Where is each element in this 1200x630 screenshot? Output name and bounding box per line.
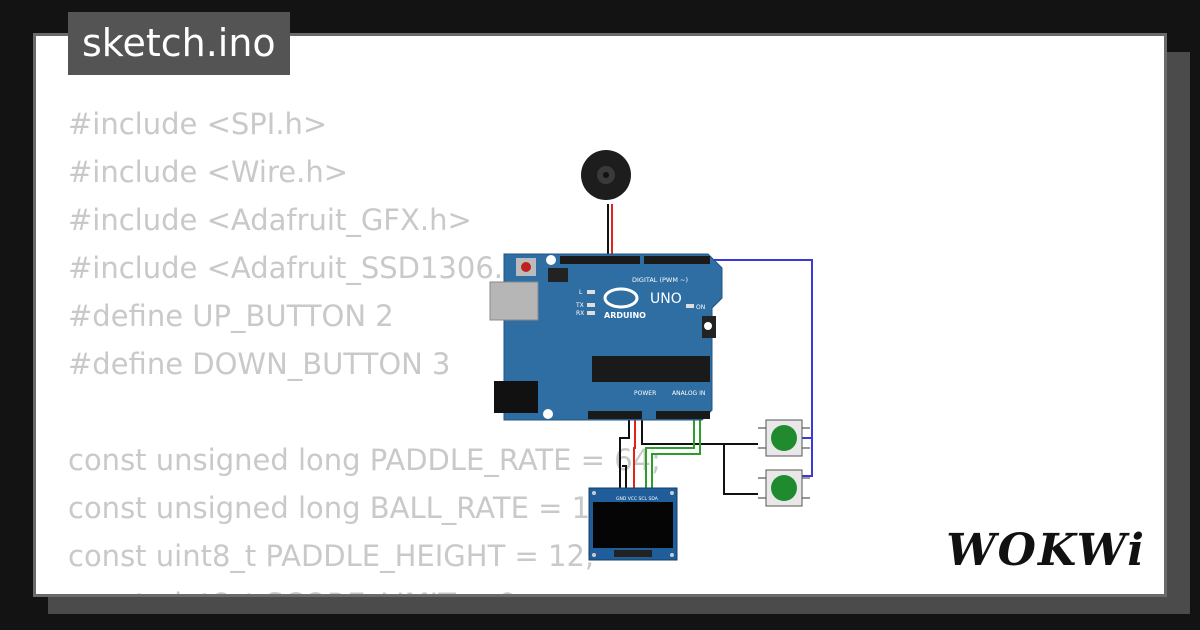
code-line: const unsigned long PADDLE_RATE = 64;	[68, 443, 661, 477]
code-line: #define UP_BUTTON 2	[68, 299, 394, 333]
file-title: sketch.ino	[68, 12, 290, 75]
power-label: POWER	[634, 390, 656, 397]
code-line: const uint8_t SCORE_LIMIT = 9;	[68, 580, 661, 594]
on-label: ON	[696, 304, 705, 311]
code-preview: #include <SPI.h> #include <Wire.h> #incl…	[68, 100, 661, 594]
digital-label: DIGITAL (PWM ~)	[632, 276, 688, 284]
wokwi-logo: WOKWi	[946, 525, 1146, 576]
code-line: #include <Wire.h>	[68, 155, 349, 189]
circuit-diagram: DIGITAL (PWM ~) UNO ARDUINO ON L TX RX P…	[489, 150, 813, 561]
analog-label: ANALOG IN	[672, 390, 705, 397]
oled-display: GND VCC SCL SDA	[588, 487, 678, 561]
code-line: #include <SPI.h>	[68, 107, 328, 141]
rx-label: RX	[576, 310, 584, 317]
oled-pin-labels: GND VCC SCL SDA	[616, 496, 659, 502]
l-label: L	[579, 289, 583, 296]
preview-card: #include <SPI.h> #include <Wire.h> #incl…	[33, 33, 1167, 597]
code-line: #include <Adafruit_SSD1306.h>	[68, 251, 546, 285]
model-label: UNO	[650, 291, 682, 307]
piezo-buzzer	[581, 150, 631, 200]
code-line: #define DOWN_BUTTON 3	[68, 347, 451, 381]
arduino-uno-board: DIGITAL (PWM ~) UNO ARDUINO ON L TX RX P…	[489, 253, 723, 421]
push-button-down	[758, 469, 810, 507]
brand-label: ARDUINO	[604, 311, 646, 320]
wires	[607, 204, 813, 495]
push-button-up	[758, 419, 810, 457]
code-line: const uint8_t PADDLE_HEIGHT = 12;	[68, 539, 595, 573]
tx-label: TX	[575, 302, 584, 309]
code-line: #include <Adafruit_GFX.h>	[68, 203, 472, 237]
